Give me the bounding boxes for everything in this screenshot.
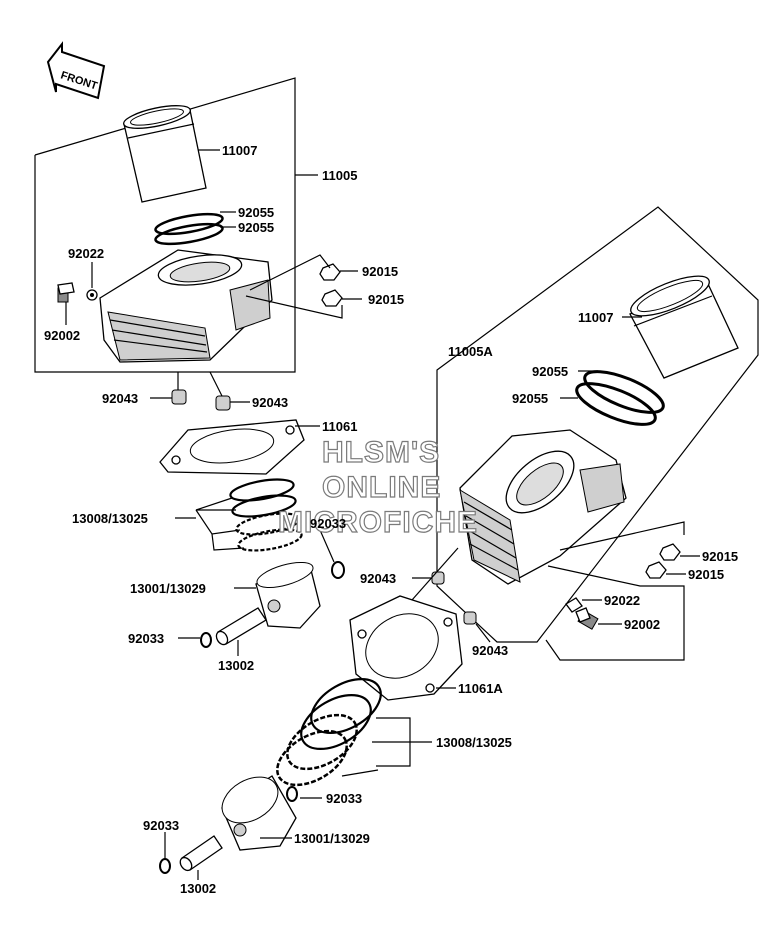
label-92022-front: 92022 bbox=[604, 593, 640, 608]
watermark: HLSM'S ONLINE MICROFICHE bbox=[277, 435, 478, 539]
label-92033-rear-2: 92033 bbox=[128, 631, 164, 646]
label-13008-13025-rear: 13008/13025 bbox=[72, 511, 148, 526]
label-11061: 11061 bbox=[322, 419, 357, 434]
dowel-pin-front-1 bbox=[431, 571, 445, 585]
label-92043-rear-2: 92043 bbox=[252, 395, 288, 410]
label-13002-front: 13002 bbox=[180, 881, 216, 896]
circlip-rear-1 bbox=[331, 561, 345, 579]
label-92002-rear: 92002 bbox=[44, 328, 80, 343]
watermark-line-2: ONLINE bbox=[322, 471, 441, 504]
piston-rings-rear bbox=[229, 478, 303, 552]
watermark-line-1: HLSM'S bbox=[322, 436, 440, 469]
label-92002-front: 92002 bbox=[624, 617, 660, 632]
watermark-line-3: MICROFICHE bbox=[278, 506, 478, 539]
bolt-rear bbox=[57, 282, 75, 303]
o-ring-front-1 bbox=[583, 370, 665, 414]
label-13008-13025-front: 13008/13025 bbox=[436, 735, 512, 750]
label-92015-rear-2: 92015 bbox=[368, 292, 404, 307]
cap-nut-front-1 bbox=[659, 543, 681, 561]
label-92033-front-1: 92033 bbox=[326, 791, 362, 806]
cap-nut-rear-1 bbox=[319, 263, 341, 281]
o-ring-front-2 bbox=[575, 382, 657, 426]
cylinder-liner-front bbox=[629, 275, 739, 379]
label-92055-front-2: 92055 bbox=[512, 391, 548, 406]
washer-front bbox=[565, 597, 583, 613]
piston-rear bbox=[255, 561, 321, 629]
piston-pin-rear bbox=[215, 607, 267, 646]
circlip-front-1 bbox=[286, 786, 298, 802]
bolt-front bbox=[575, 607, 599, 630]
cap-nut-front-2 bbox=[645, 561, 667, 579]
circlip-front-2 bbox=[159, 858, 171, 874]
label-13001-13029-rear: 13001/13029 bbox=[130, 581, 206, 596]
front-arrow-icon: FRONT bbox=[46, 41, 106, 100]
label-92015-rear-1: 92015 bbox=[362, 264, 398, 279]
dowel-pin-rear-2 bbox=[215, 395, 231, 411]
cap-nut-rear-2 bbox=[321, 289, 343, 307]
label-11007-front: 11007 bbox=[578, 310, 613, 325]
piston-rings-front bbox=[276, 677, 382, 787]
label-92015-front-1: 92015 bbox=[702, 549, 738, 564]
callout-labels: 11007 11005 92055 92055 92022 92015 9201… bbox=[44, 143, 738, 896]
label-13001-13029-front: 13001/13029 bbox=[294, 831, 370, 846]
label-92043-front-1: 92043 bbox=[360, 571, 396, 586]
label-11061A: 11061A bbox=[458, 681, 503, 696]
dowel-pin-rear-1 bbox=[171, 389, 187, 405]
label-11007-rear: 11007 bbox=[222, 143, 257, 158]
cylinder-block-rear bbox=[99, 249, 273, 363]
piston-front bbox=[221, 775, 297, 851]
rear-assembly-boundary bbox=[34, 77, 296, 373]
label-92015-front-2: 92015 bbox=[688, 567, 724, 582]
label-92033-front-2: 92033 bbox=[143, 818, 179, 833]
front-assembly-boundary bbox=[436, 206, 759, 643]
label-92022-rear: 92022 bbox=[68, 246, 104, 261]
label-92043-rear-1: 92043 bbox=[102, 391, 138, 406]
label-92055-front-1: 92055 bbox=[532, 364, 568, 379]
cylinder-block-front bbox=[459, 429, 627, 585]
label-92055-rear-1: 92055 bbox=[238, 205, 274, 220]
piston-pin-front bbox=[179, 835, 223, 872]
label-92033-rear-1: 92033 bbox=[310, 516, 346, 531]
label-13002-rear: 13002 bbox=[218, 658, 254, 673]
label-92043-front-2: 92043 bbox=[472, 643, 508, 658]
label-11005: 11005 bbox=[322, 168, 357, 183]
o-ring-rear-2 bbox=[154, 222, 224, 246]
dowel-pin-front-2 bbox=[463, 611, 477, 625]
label-11005A: 11005A bbox=[448, 344, 493, 359]
cylinder-liner-rear bbox=[123, 105, 207, 203]
label-92055-rear-2: 92055 bbox=[238, 220, 274, 235]
cylinder-base-gasket-rear bbox=[159, 419, 305, 475]
cylinder-base-gasket-front bbox=[349, 595, 463, 701]
circlip-rear-2 bbox=[200, 632, 212, 648]
o-ring-rear-1 bbox=[154, 212, 224, 236]
